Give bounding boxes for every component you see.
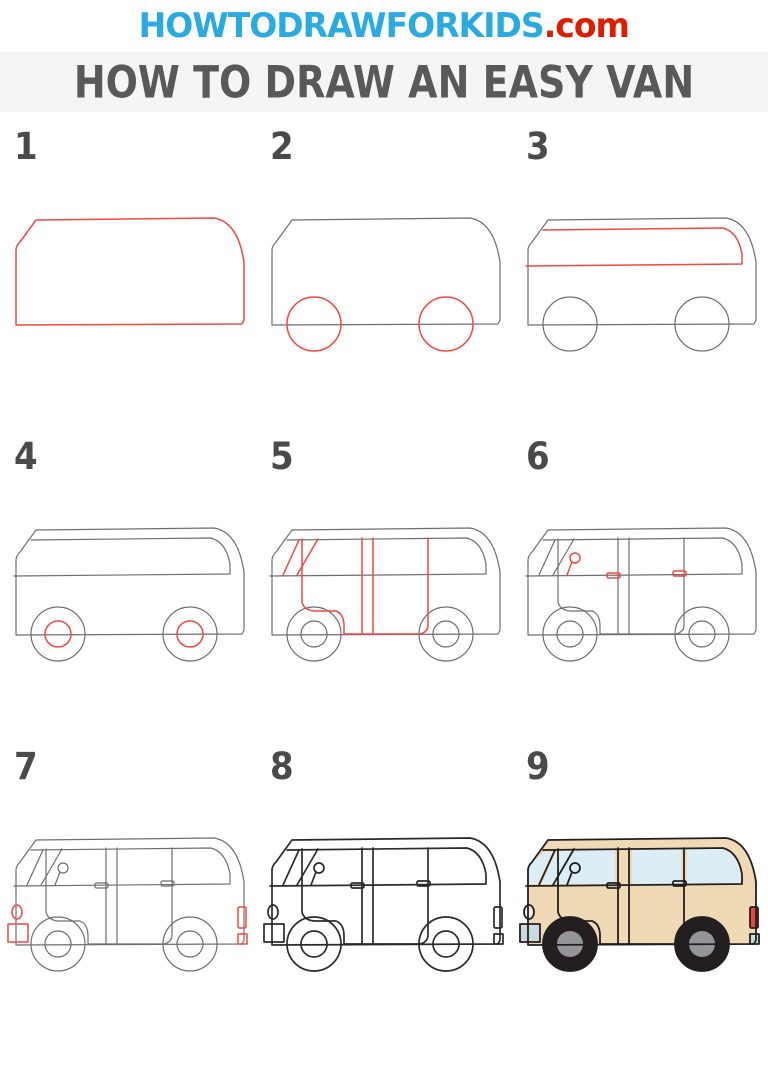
step-number-5: 5 [270, 435, 294, 479]
logo-primary-text: HOWTODRAWFORKIDS [138, 6, 545, 46]
step-6-mirror-and-handles: 6 [512, 434, 768, 744]
steps-grid: 1 2 3 [0, 112, 768, 1056]
step-number-7: 7 [14, 745, 38, 789]
step-7-illustration [0, 772, 256, 1047]
step-number-2: 2 [270, 125, 294, 169]
step-3-window-band: 3 [512, 124, 768, 434]
step-8-illustration [256, 772, 512, 1047]
step-5-doors-and-pillars: 5 [256, 434, 512, 744]
step-2-illustration [256, 152, 512, 427]
site-logo-bar: HOWTODRAWFORKIDS.com [0, 0, 768, 52]
steps-row-2: 4 5 [0, 434, 768, 744]
logo-suffix-text: .com [543, 6, 630, 46]
step-number-6: 6 [526, 435, 550, 479]
steps-row-3: 7 [0, 744, 768, 1056]
page-title: HOW TO DRAW AN EASY VAN [73, 56, 695, 108]
step-7-lights-and-bumpers: 7 [0, 744, 256, 1056]
step-2-wheel-circles: 2 [256, 124, 512, 434]
step-5-illustration [256, 462, 512, 737]
site-logo: HOWTODRAWFORKIDS.com [138, 6, 630, 46]
step-1-van-body-outline: 1 [0, 124, 256, 434]
step-number-4: 4 [14, 435, 38, 479]
step-3-illustration [512, 152, 768, 427]
step-9-colored-van: 9 [512, 744, 768, 1056]
step-4-illustration [0, 462, 256, 737]
step-9-illustration [512, 772, 768, 1047]
step-number-3: 3 [526, 125, 550, 169]
steps-row-1: 1 2 3 [0, 124, 768, 434]
title-band: HOW TO DRAW AN EASY VAN [0, 52, 768, 112]
step-8-final-outline: 8 [256, 744, 512, 1056]
step-4-wheel-hubs: 4 [0, 434, 256, 744]
step-number-9: 9 [526, 745, 550, 789]
step-6-illustration [512, 462, 768, 737]
step-number-1: 1 [14, 125, 38, 169]
step-number-8: 8 [270, 745, 294, 789]
step-1-illustration [0, 152, 256, 427]
